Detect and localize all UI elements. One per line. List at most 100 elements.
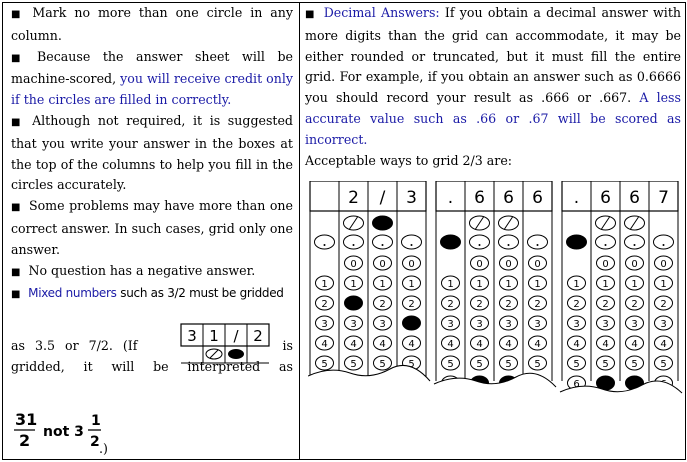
torn-edge <box>560 380 682 431</box>
bubble-digit: 5 <box>534 359 540 370</box>
digit-bubble <box>596 295 615 311</box>
grid-examples: 2/300011112223334444555566667777.6660001… <box>308 181 683 431</box>
digit-bubble <box>567 275 586 291</box>
bubble-digit: 3 <box>602 319 608 330</box>
digit-bubble <box>315 355 334 371</box>
fraction-example: 31 2 not 3 1 2 <box>11 407 121 460</box>
bubble-digit: 4 <box>631 339 637 350</box>
dot-bubble <box>653 234 674 250</box>
bubble-digit: 1 <box>534 279 540 290</box>
bullet-icon: ■ <box>11 116 25 128</box>
digit-bubble <box>441 355 460 371</box>
bubble-digit: 3 <box>321 319 327 330</box>
bubble-digit: 4 <box>573 339 579 350</box>
dot-bubble <box>469 234 490 250</box>
decimal-answers-paragraph: ■Decimal Answers: If you obtain a decima… <box>305 5 681 147</box>
fraction2-denominator: 2 <box>90 434 100 450</box>
bullet-icon: ■ <box>11 266 21 278</box>
digit-bubble <box>441 275 460 291</box>
bullet-mixed-numbers: ■Mixed numbers such as 3/2 must be gridd… <box>11 286 284 301</box>
digit-bubble <box>625 355 644 371</box>
bubble-digit: 1 <box>631 279 637 290</box>
digit-bubble <box>625 255 644 271</box>
digit-bubble <box>402 275 421 291</box>
bubble-digit: 2 <box>534 299 540 310</box>
dot-bubble <box>401 234 422 250</box>
bubble-digit: 3 <box>447 319 453 330</box>
grid-char: 2 <box>348 188 359 208</box>
bubble-digit: 6 <box>573 379 579 390</box>
bullet-one-circle: ■Mark no more than one circle in any col… <box>11 5 293 43</box>
bubble-digit: 2 <box>476 299 482 310</box>
column-divider <box>299 3 300 459</box>
digit-bubble <box>625 275 644 291</box>
digit-bubble <box>373 255 392 271</box>
bubble-digit: 4 <box>602 339 608 350</box>
bubble-digit: 4 <box>534 339 540 350</box>
digit-bubble <box>625 295 644 311</box>
filled-bubble <box>228 349 244 359</box>
bubble-digit: 2 <box>321 299 327 310</box>
bubble-digit: 1 <box>350 279 356 290</box>
dot-bubble <box>343 234 364 250</box>
bubble-digit: 1 <box>476 279 482 290</box>
digit-bubble <box>344 255 363 271</box>
bubble-digit: 2 <box>408 299 414 310</box>
bubble-digit: 4 <box>660 339 666 350</box>
digit-bubble <box>470 335 489 351</box>
dot-bubble <box>527 234 548 250</box>
digit-bubble <box>499 355 518 371</box>
digit-bubble <box>470 295 489 311</box>
bubble-digit: 1 <box>379 279 385 290</box>
digit-bubble <box>499 315 518 331</box>
inline-grid-example: 3 1 / 2 <box>180 323 270 364</box>
inline-grid-char: / <box>233 327 239 345</box>
digit-bubble <box>654 295 673 311</box>
digit-bubble <box>470 275 489 291</box>
highlight-text: you will receive credit only if the circ… <box>11 71 293 108</box>
grid-char: 6 <box>532 188 543 208</box>
digit-bubble <box>344 335 363 351</box>
bullet-icon: ■ <box>11 9 25 20</box>
bubble-digit: 1 <box>660 279 666 290</box>
bubble-digit: 1 <box>602 279 608 290</box>
digit-bubble <box>441 315 460 331</box>
digit-bubble <box>315 335 334 351</box>
digit-bubble <box>654 275 673 291</box>
digit-bubble <box>499 255 518 271</box>
digit-bubble <box>528 275 547 291</box>
digit-bubble <box>344 355 363 371</box>
grid-char: 6 <box>503 188 514 208</box>
closing-paren: .) <box>99 441 108 456</box>
digit-bubble <box>499 335 518 351</box>
bubble-digit: 5 <box>505 359 511 370</box>
bubble-digit: 1 <box>573 279 579 290</box>
bubble-digit: 1 <box>321 279 327 290</box>
digit-bubble <box>373 295 392 311</box>
bullet-icon: ■ <box>305 9 316 20</box>
digit-bubble <box>470 255 489 271</box>
digit-bubble <box>373 335 392 351</box>
bubble-digit: 4 <box>476 339 482 350</box>
bubble-digit: 3 <box>505 319 511 330</box>
digit-bubble <box>373 355 392 371</box>
digit-bubble <box>596 275 615 291</box>
dot-bubble <box>314 234 335 250</box>
digit-bubble <box>373 275 392 291</box>
bubble-digit: 3 <box>631 319 637 330</box>
fraction-not-text: not 3 <box>43 424 84 440</box>
bubble-digit: 2 <box>505 299 511 310</box>
fraction-denominator: 2 <box>19 431 30 450</box>
digit-bubble <box>528 255 547 271</box>
bubble-digit: 2 <box>573 299 579 310</box>
bubble-digit: 5 <box>408 359 414 370</box>
bubble-digit: 2 <box>602 299 608 310</box>
fraction-numerator: 31 <box>15 410 37 429</box>
bubble-digit: 3 <box>534 319 540 330</box>
digit-bubble <box>596 335 615 351</box>
bubble-digit: 3 <box>350 319 356 330</box>
torn-edge <box>308 365 430 431</box>
bubble-digit: 5 <box>321 359 327 370</box>
bubble-digit: 0 <box>476 259 482 270</box>
